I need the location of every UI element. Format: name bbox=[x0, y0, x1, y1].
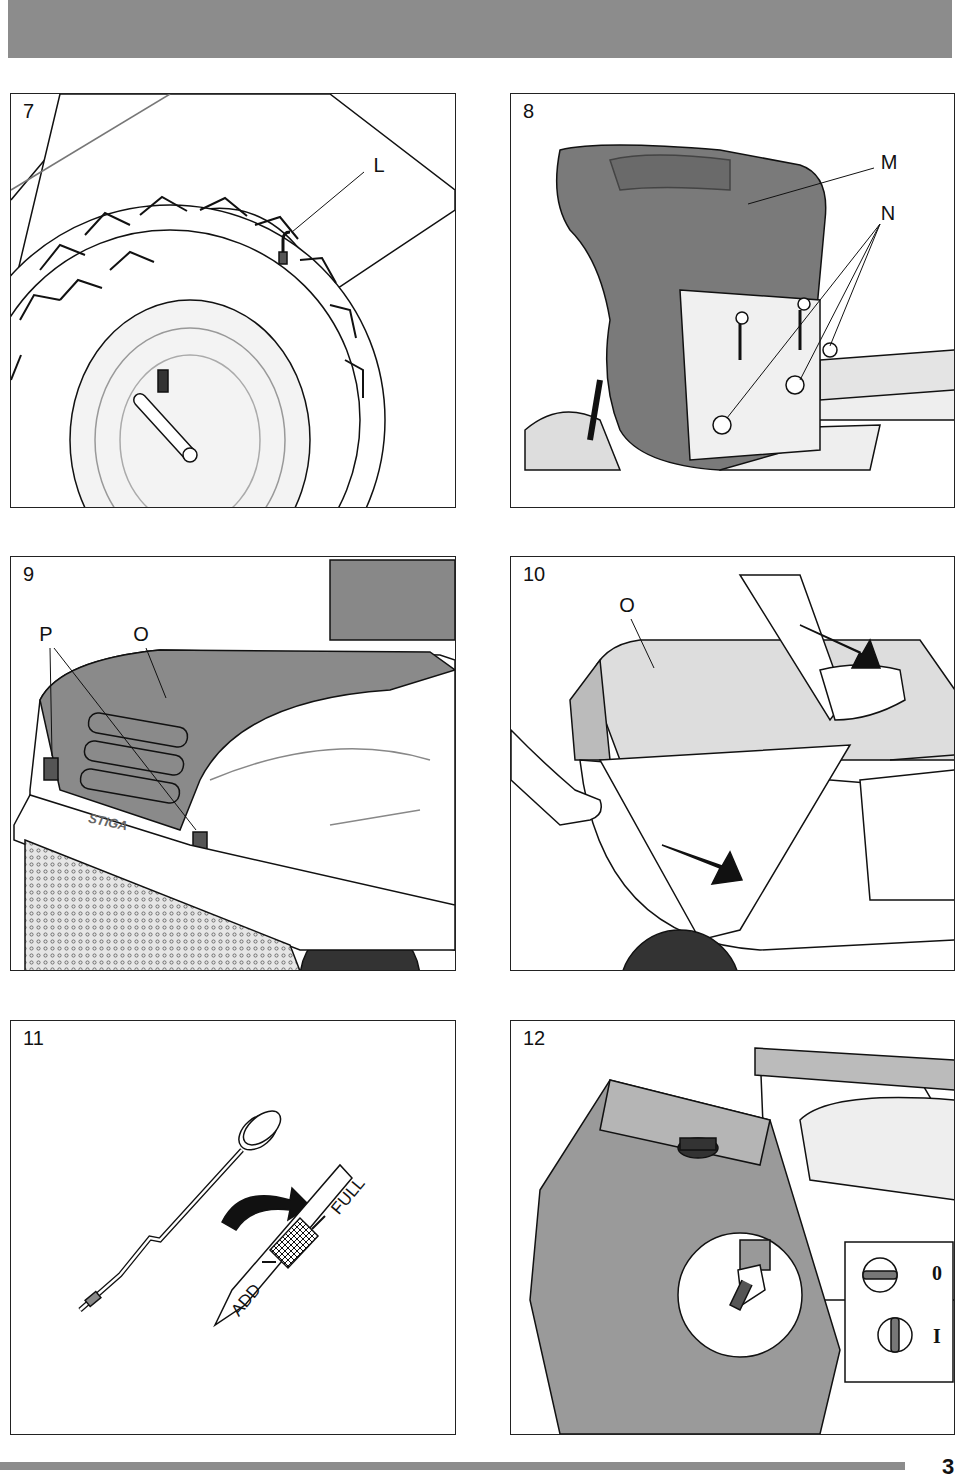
hood-removal-illustration bbox=[511, 575, 954, 970]
valve-symbol: I bbox=[933, 1326, 941, 1346]
part-letter: M bbox=[881, 152, 898, 172]
figure-number: 12 bbox=[511, 1021, 545, 1050]
fuel-tank-illustration bbox=[530, 1048, 954, 1434]
figure-number: 7 bbox=[11, 94, 34, 123]
leader-line bbox=[631, 619, 654, 668]
figure-panel: 12 bbox=[510, 1020, 955, 1435]
figure-number: 10 bbox=[511, 557, 545, 586]
part-letter: P bbox=[39, 624, 52, 644]
figure-number: 8 bbox=[511, 94, 534, 123]
leader-lines bbox=[50, 648, 196, 830]
figure-panel: 7 bbox=[10, 93, 456, 508]
part-letter: L bbox=[373, 155, 384, 175]
figure-panel: 11 bbox=[10, 1020, 456, 1435]
footer-bar bbox=[0, 1462, 905, 1470]
page-number: 3 bbox=[942, 1456, 954, 1478]
figure-panel: 10 bbox=[510, 556, 955, 971]
mower-front-illustration bbox=[14, 560, 455, 970]
figure-panel: 9 bbox=[10, 556, 456, 971]
dipstick-mark: ADD bbox=[228, 1281, 264, 1319]
part-letter: O bbox=[133, 624, 149, 644]
figure-number: 11 bbox=[11, 1021, 44, 1050]
leader-line bbox=[292, 172, 364, 232]
header-bar bbox=[8, 0, 952, 58]
seat-illustration bbox=[525, 145, 954, 470]
part-letter: N bbox=[881, 203, 895, 223]
wheel-illustration bbox=[11, 94, 455, 507]
dipstick-illustration bbox=[80, 1105, 352, 1325]
leader-lines bbox=[727, 168, 880, 418]
valve-symbol: 0 bbox=[932, 1263, 942, 1283]
part-letter: O bbox=[619, 595, 635, 615]
figure-number: 9 bbox=[11, 557, 34, 586]
